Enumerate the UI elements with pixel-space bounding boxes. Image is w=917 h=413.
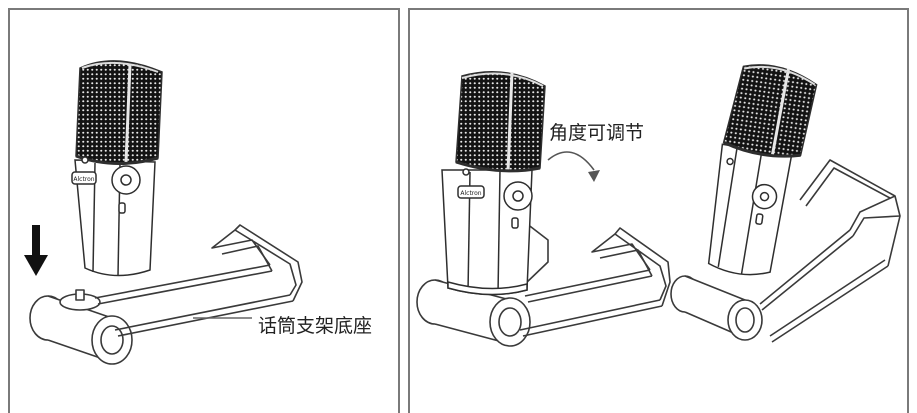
adjustable-angle-label: 角度可调节 <box>549 122 645 144</box>
stand-base-label: 话筒支架底座 <box>258 315 373 337</box>
stand-base-right <box>670 159 901 343</box>
microphone-right <box>707 64 818 276</box>
svg-text:Alctron: Alctron <box>73 176 94 183</box>
curved-arrow-icon <box>547 151 600 182</box>
arrow-down-icon <box>24 225 48 276</box>
svg-text:Alctron: Alctron <box>460 190 481 197</box>
stand-base-left <box>29 224 303 365</box>
microphone-middle: Alctron <box>441 71 546 296</box>
microphone-left: Alctron <box>71 60 163 277</box>
stand-base-middle <box>416 219 671 347</box>
